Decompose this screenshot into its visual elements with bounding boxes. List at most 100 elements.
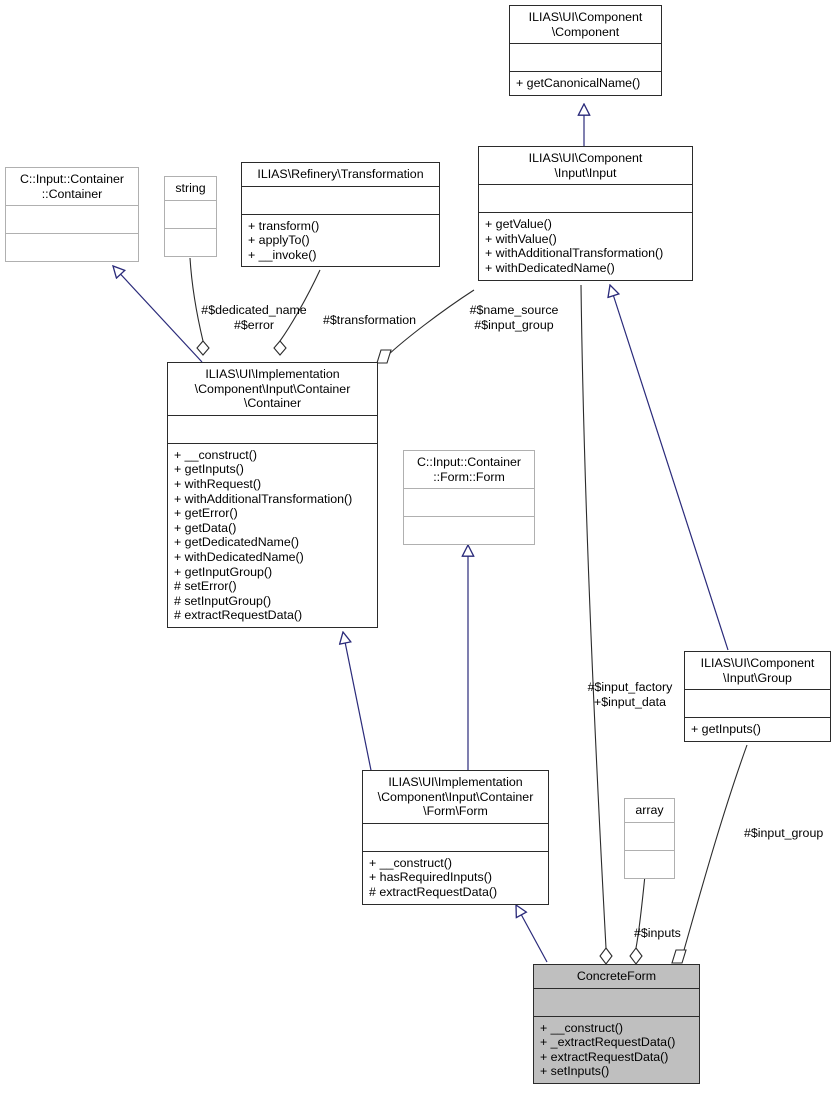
class-title: ILIAS\UI\Component \Component — [528, 10, 643, 39]
operation-item: + applyTo() — [248, 233, 310, 248]
operation-item: + getInputGroup() — [174, 564, 273, 579]
class-operations: + getValue() + withValue() + withAdditio… — [479, 213, 692, 279]
class-attributes — [404, 489, 534, 516]
edge-label-name-source-input-group: #$name_source #$input_group — [469, 303, 559, 332]
class-title: C::Input::Container ::Form::Form — [416, 455, 521, 484]
edge-label-input-factory-data: #$input_factory +$input_data — [587, 680, 673, 709]
class-box-impl-form[interactable]: ILIAS\UI\Implementation \Component\Input… — [362, 770, 549, 905]
class-operations — [625, 851, 674, 878]
class-separator — [510, 43, 661, 45]
class-title: ConcreteForm — [576, 969, 657, 983]
class-separator — [165, 199, 216, 201]
class-separator — [534, 1015, 699, 1017]
class-attributes — [168, 416, 377, 443]
class-separator — [168, 442, 377, 444]
class-box-c-input-container-form[interactable]: C::Input::Container ::Form::Form — [403, 450, 535, 546]
class-box-c-input-container[interactable]: C::Input::Container ::Container — [5, 167, 139, 263]
operation-item: + getInputs() — [691, 722, 761, 737]
operation-item: # extractRequestData() — [174, 608, 303, 623]
class-title: ILIAS\UI\Implementation \Component\Input… — [377, 775, 534, 819]
class-operations: + __construct() + hasRequiredInputs() # … — [363, 852, 548, 904]
class-title: ILIAS\UI\Component \Input\Group — [700, 656, 815, 685]
operation-item: + withValue() — [485, 231, 557, 246]
class-separator — [479, 212, 692, 214]
class-operations: + transform() + applyTo() + __invoke() — [242, 215, 439, 267]
class-separator — [685, 717, 830, 719]
class-separator — [404, 488, 534, 490]
class-separator — [6, 205, 138, 207]
class-operations — [6, 234, 138, 261]
operation-item: + __construct() — [540, 1020, 623, 1035]
operation-item: # setError() — [174, 579, 237, 594]
class-separator — [534, 987, 699, 989]
operation-item: + withAdditionalTransformation() — [485, 246, 664, 261]
class-separator — [242, 185, 439, 187]
class-separator — [510, 71, 661, 73]
operation-item: # setInputGroup() — [174, 593, 272, 608]
operation-item: + getInputs() — [174, 462, 244, 477]
class-title: ILIAS\Refinery\Transformation — [257, 167, 424, 181]
class-operations — [404, 517, 534, 544]
class-attributes — [534, 989, 699, 1016]
operation-item: + transform() — [248, 218, 320, 233]
class-box-impl-container[interactable]: ILIAS\UI\Implementation \Component\Input… — [167, 362, 378, 628]
class-separator — [363, 822, 548, 824]
edge-label-dedicated-name-error: #$dedicated_name #$error — [201, 303, 307, 332]
class-separator — [242, 213, 439, 215]
class-separator — [625, 821, 674, 823]
class-operations — [165, 229, 216, 256]
class-separator — [404, 516, 534, 518]
operation-item: + getValue() — [485, 217, 552, 232]
operation-item: + __construct() — [174, 447, 257, 462]
operation-item: + withRequest() — [174, 476, 262, 491]
operation-item: + hasRequiredInputs() — [369, 870, 492, 885]
class-title: ILIAS\UI\Implementation \Component\Input… — [194, 367, 351, 411]
operation-item: + getDedicatedName() — [174, 535, 300, 550]
operation-item: + __invoke() — [248, 247, 317, 262]
operation-item: + getData() — [174, 520, 237, 535]
operation-item: + extractRequestData() — [540, 1049, 669, 1064]
operation-item: + getCanonicalName() — [516, 76, 641, 91]
operation-item: + withDedicatedName() — [485, 260, 615, 275]
class-separator — [168, 414, 377, 416]
class-attributes — [6, 206, 138, 233]
class-box-group[interactable]: ILIAS\UI\Component \Input\Group + getInp… — [684, 651, 831, 742]
operation-item: + __construct() — [369, 855, 452, 870]
class-box-concrete-form[interactable]: ConcreteForm + __construct() + _extractR… — [533, 964, 700, 1084]
operation-item: # extractRequestData() — [369, 884, 498, 899]
edge-label-transformation: #$transformation — [323, 313, 416, 327]
class-attributes — [625, 823, 674, 850]
class-attributes — [510, 44, 661, 71]
class-attributes — [685, 690, 830, 717]
class-separator — [165, 227, 216, 229]
class-operations: + getInputs() — [685, 718, 830, 741]
class-separator — [625, 849, 674, 851]
class-title: string — [175, 181, 206, 195]
class-separator — [685, 689, 830, 691]
class-box-input[interactable]: ILIAS\UI\Component \Input\Input + getVal… — [478, 146, 693, 281]
edge-label-input-group: #$input_group — [744, 826, 824, 840]
operation-item: + setInputs() — [540, 1064, 610, 1079]
operation-item: + _extractRequestData() — [540, 1035, 676, 1050]
class-box-transformation[interactable]: ILIAS\Refinery\Transformation + transfor… — [241, 162, 440, 268]
class-attributes — [479, 185, 692, 212]
class-attributes — [242, 187, 439, 214]
class-attributes — [363, 824, 548, 851]
operation-item: + withAdditionalTransformation() — [174, 491, 353, 506]
class-separator — [363, 850, 548, 852]
class-box-component[interactable]: ILIAS\UI\Component \Component + getCanon… — [509, 5, 662, 96]
operation-item: + getError() — [174, 506, 238, 521]
class-operations: + getCanonicalName() — [510, 72, 661, 95]
class-box-string[interactable]: string — [164, 176, 217, 257]
class-attributes — [165, 201, 216, 228]
class-title: array — [635, 803, 664, 817]
class-title: ILIAS\UI\Component \Input\Input — [528, 151, 643, 180]
operation-item: + withDedicatedName() — [174, 549, 304, 564]
class-operations: + __construct() + getInputs() + withRequ… — [168, 444, 377, 627]
class-box-array[interactable]: array — [624, 798, 675, 879]
edge-label-inputs: #$inputs — [634, 926, 681, 940]
class-title: C::Input::Container ::Container — [19, 172, 124, 201]
class-operations: + __construct() + _extractRequestData() … — [534, 1017, 699, 1083]
class-separator — [479, 184, 692, 186]
